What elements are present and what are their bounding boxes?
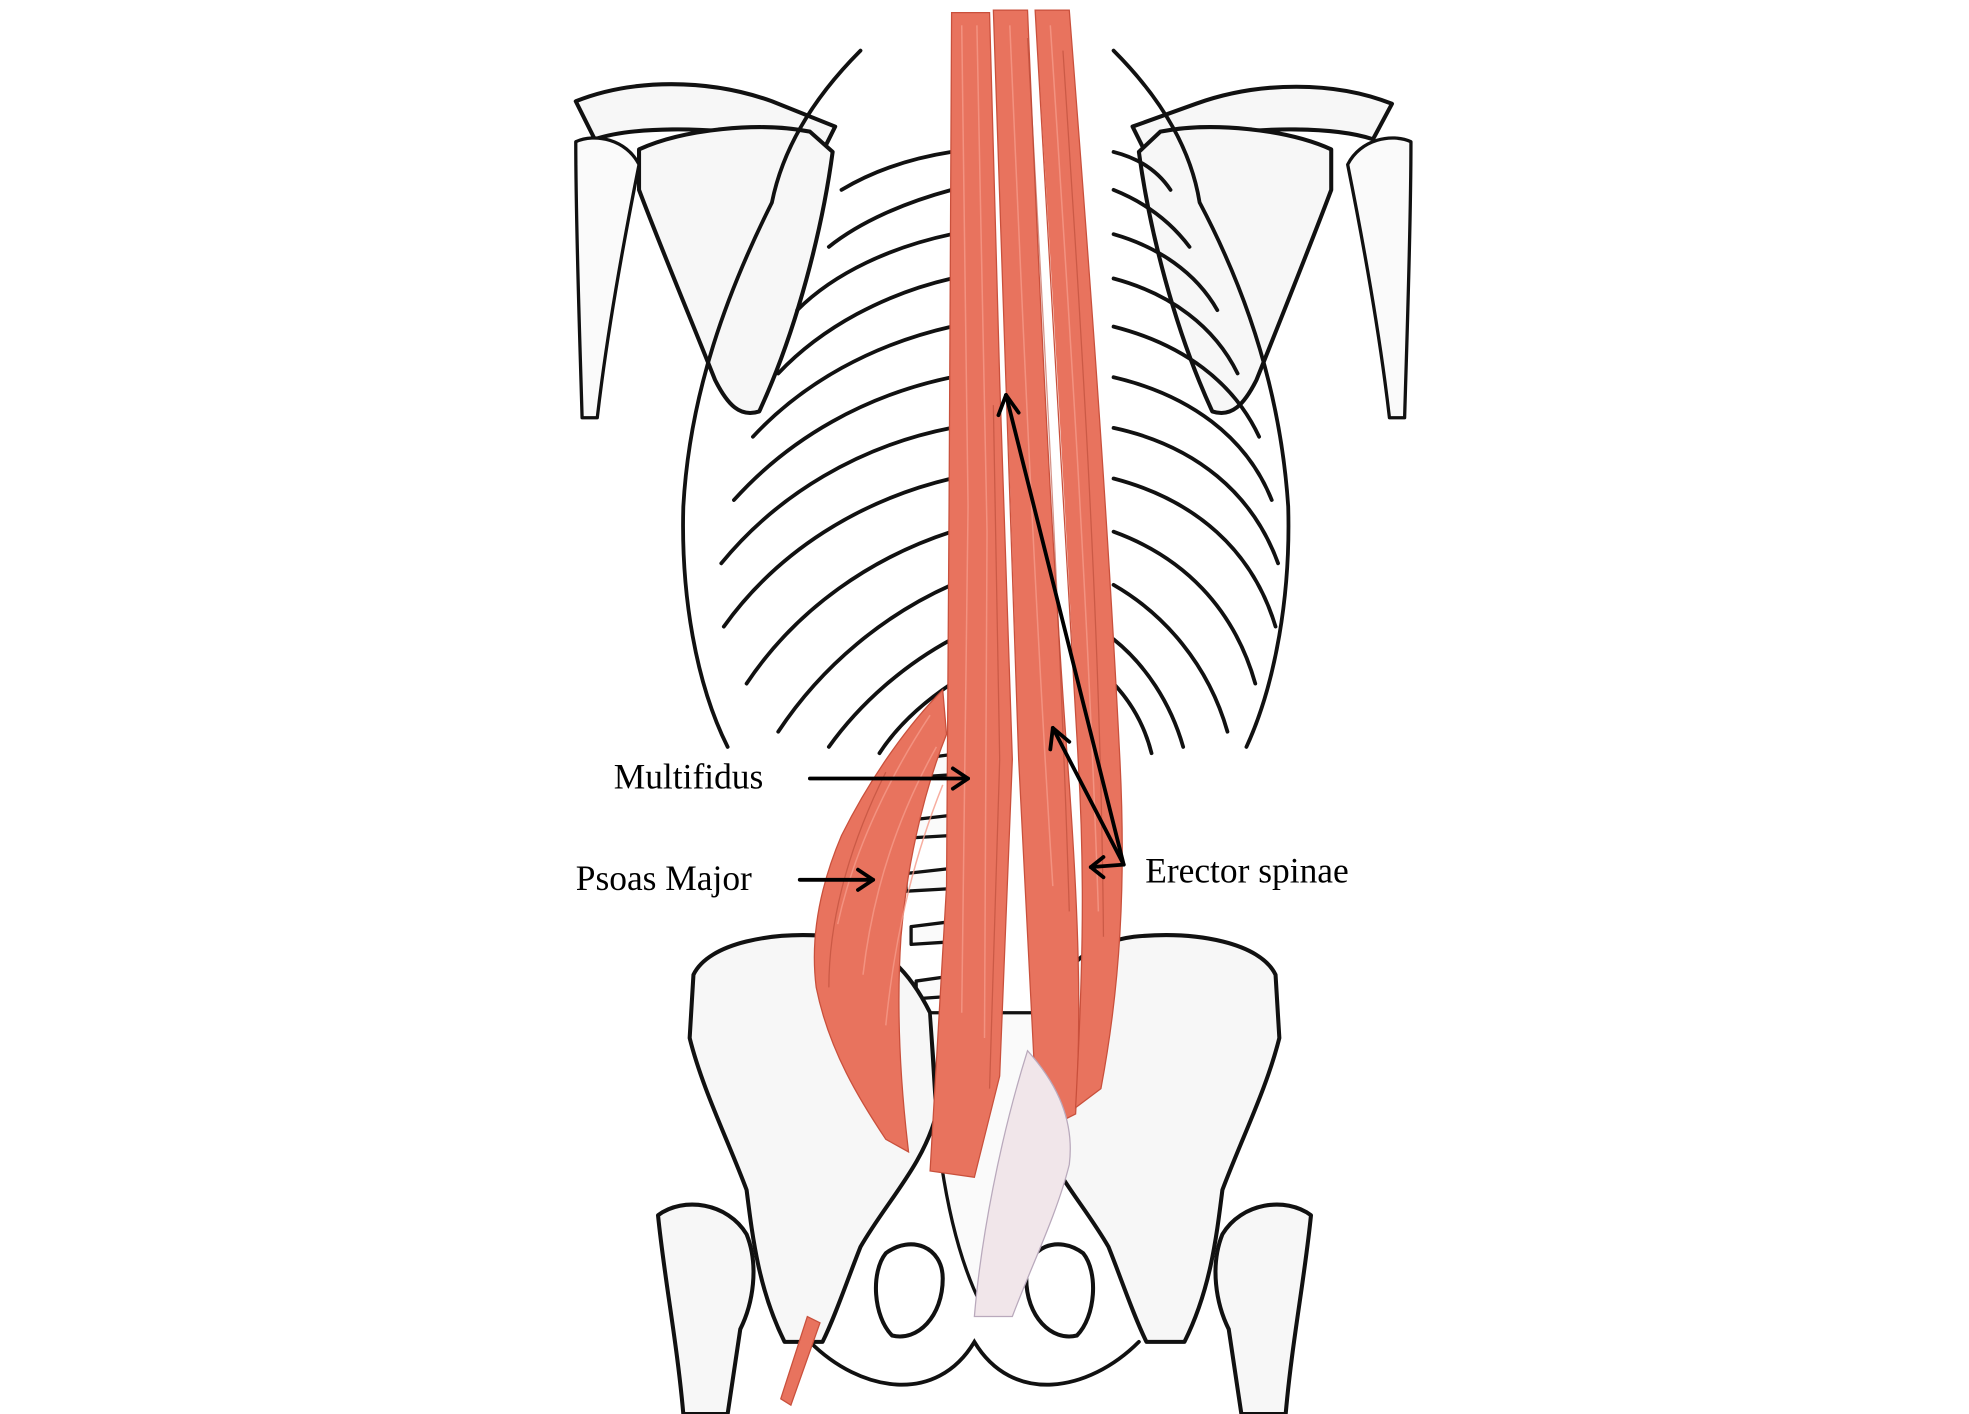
shoulder-girdle [573,82,1413,420]
rib-cage [681,48,1291,756]
arrow-icon [797,867,876,892]
annotation-erector-spinae: Erector spinae [996,393,1349,890]
multifidus-muscle [929,12,1013,1178]
label-psoas-major: Psoas Major [576,858,752,898]
label-multifidus: Multifidus [614,757,764,797]
annotation-multifidus: Multifidus [614,757,970,797]
annotation-psoas-major: Psoas Major [576,858,876,898]
erector-spinae-muscle [973,9,1123,1318]
arrow-icon [807,766,970,791]
arrow-icon [996,393,1126,880]
label-erector-spinae: Erector spinae [1145,850,1349,890]
psoas-major-muscle [780,688,948,1407]
